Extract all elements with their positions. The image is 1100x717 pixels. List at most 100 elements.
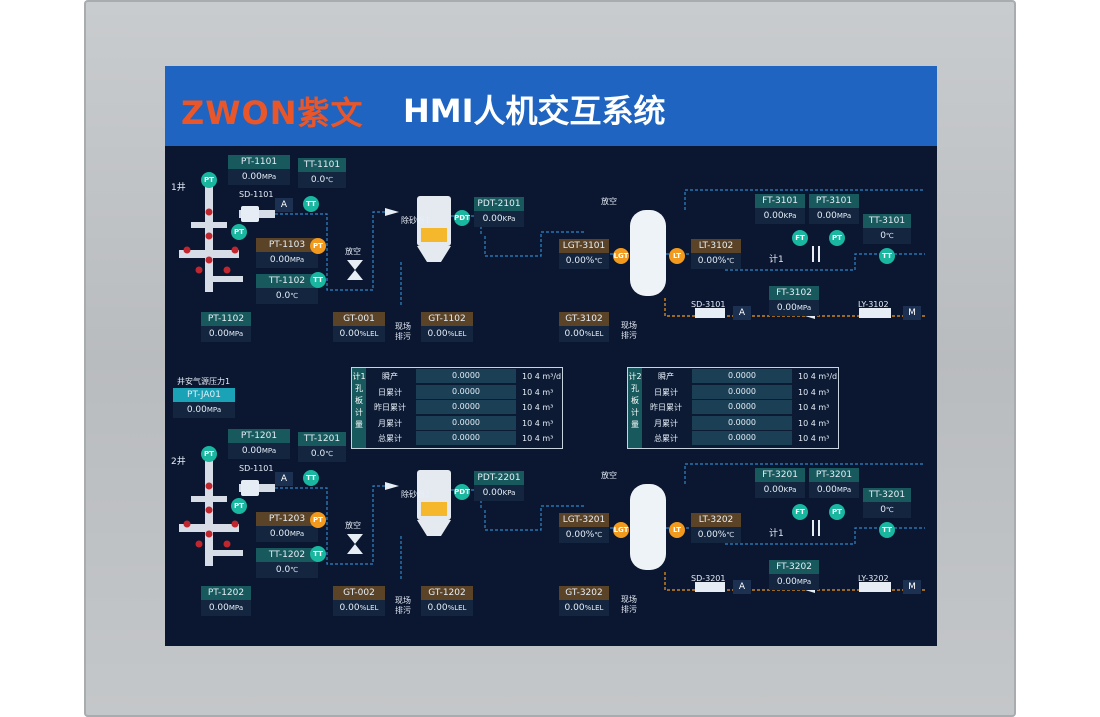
- orifice-plate-icon: [812, 246, 820, 262]
- pt-indicator-icon[interactable]: PT: [829, 504, 845, 520]
- tag-gt-3102[interactable]: GT-3202 0.00%LEL: [559, 586, 609, 616]
- tag-pt-1103[interactable]: PT-1103 0.00MPa: [256, 238, 318, 268]
- pt-indicator-icon[interactable]: PT: [310, 512, 326, 528]
- tag-gt-3102[interactable]: GT-3102 0.00%LEL: [559, 312, 609, 342]
- ft-indicator-icon[interactable]: FT: [792, 504, 808, 520]
- tag-tt-1101[interactable]: TT-1201 0.0℃: [298, 432, 346, 462]
- auto-mode-button[interactable]: A: [733, 580, 751, 594]
- tt-indicator-icon[interactable]: TT: [879, 248, 895, 264]
- pt-indicator-icon[interactable]: PT: [231, 498, 247, 514]
- lt-indicator-icon[interactable]: LT: [669, 248, 685, 264]
- tag-name: TT-3201: [863, 488, 911, 502]
- pt-indicator-icon[interactable]: PT: [310, 238, 326, 254]
- tag-name: FT-3101: [755, 194, 805, 208]
- wellhead-valve-icon: [223, 266, 231, 274]
- tt-indicator-icon[interactable]: TT: [310, 272, 326, 288]
- brand-logo: ZWON紫文: [181, 94, 364, 132]
- tag-name: GT-3202: [559, 586, 609, 600]
- drain-label: 现场: [621, 595, 637, 604]
- tag-name: GT-001: [333, 312, 385, 326]
- tag-pt-1102[interactable]: PT-1202 0.00MPa: [201, 586, 251, 616]
- separator-vessel: [630, 210, 666, 296]
- row-label: 月累计: [654, 418, 678, 428]
- tag-pt-3101[interactable]: PT-3201 0.00MPa: [809, 468, 859, 498]
- pdt-indicator-icon[interactable]: PDT: [454, 484, 470, 500]
- panel-row: 日累计 0.0000 10 4 m³: [642, 384, 838, 400]
- tag-ft-3102[interactable]: FT-3102 0.00MPa: [769, 286, 819, 316]
- tag-gt-1102[interactable]: GT-1202 0.00%LEL: [421, 586, 473, 616]
- tag-gt-001[interactable]: GT-002 0.00%LEL: [333, 586, 385, 616]
- tag-pdt[interactable]: PDT-2201 0.00KPa: [474, 471, 524, 501]
- manual-mode-button[interactable]: M: [903, 306, 921, 320]
- tag-pt-1103[interactable]: PT-1203 0.00MPa: [256, 512, 318, 542]
- tag-ft-3101[interactable]: FT-3101 0.00KPa: [755, 194, 805, 224]
- tag-pt-1101[interactable]: PT-1201 0.00MPa: [228, 429, 290, 459]
- desander-label: 除砂器1: [401, 216, 431, 225]
- tt-indicator-icon[interactable]: TT: [303, 196, 319, 212]
- tt-indicator-icon[interactable]: TT: [879, 522, 895, 538]
- panel-row: 昨日累计 0.0000 10 4 m³: [642, 400, 838, 415]
- tag-pt-1101[interactable]: PT-1101 0.00MPa: [228, 155, 290, 185]
- tag-value: 0.00MPa: [769, 300, 819, 316]
- vent-valve-icon: [347, 534, 363, 554]
- tag-lgt[interactable]: LGT-3101 0.00%℃: [559, 239, 609, 269]
- tag-pt-3101[interactable]: PT-3101 0.00MPa: [809, 194, 859, 224]
- lgt-indicator-icon[interactable]: LGT: [613, 522, 629, 538]
- tt-indicator-icon[interactable]: TT: [310, 546, 326, 562]
- tag-ft-3101[interactable]: FT-3201 0.00KPa: [755, 468, 805, 498]
- panel-row: 总累计 0.0000 10 4 m³: [366, 431, 562, 446]
- tag-gt-1102[interactable]: GT-1102 0.00%LEL: [421, 312, 473, 342]
- tag-name: PDT-2101: [474, 197, 524, 211]
- row-value: 0.0000: [692, 369, 792, 383]
- lt-indicator-icon[interactable]: LT: [669, 522, 685, 538]
- row-label: 总累计: [654, 434, 678, 443]
- auto-mode-button[interactable]: A: [733, 306, 751, 320]
- wellhead-outlet: [213, 550, 243, 556]
- tag-tt-3101[interactable]: TT-3201 0℃: [863, 488, 911, 518]
- tag-name: GT-3102: [559, 312, 609, 326]
- pt-indicator-icon[interactable]: PT: [201, 172, 217, 188]
- pt-indicator-icon[interactable]: PT: [201, 446, 217, 462]
- tag-tt-1102[interactable]: TT-1202 0.0℃: [256, 548, 318, 578]
- tag-name: PT-1101: [228, 155, 290, 169]
- tag-tt-1101[interactable]: TT-1101 0.0℃: [298, 158, 346, 188]
- tt-indicator-icon[interactable]: TT: [303, 470, 319, 486]
- pipeline: [275, 485, 385, 565]
- row-value: 0.0000: [416, 415, 516, 430]
- desander-label: 除砂器2: [401, 490, 431, 499]
- wellhead-valve-icon: [205, 506, 213, 514]
- auto-mode-button[interactable]: A: [275, 472, 293, 486]
- tag-gt-001[interactable]: GT-001 0.00%LEL: [333, 312, 385, 342]
- drain-label: 排污: [395, 332, 411, 341]
- pt-indicator-icon[interactable]: PT: [231, 224, 247, 240]
- tag-value: 0.00%℃: [691, 253, 741, 269]
- tag-value: 0.00MPa: [809, 482, 859, 498]
- tag-name: PT-1202: [201, 586, 251, 600]
- tag-lt[interactable]: LT-3102 0.00%℃: [691, 239, 741, 269]
- tag-value: 0℃: [863, 502, 911, 518]
- row-value: 0.0000: [416, 384, 516, 399]
- wellhead-valve-icon: [183, 246, 191, 254]
- tag-pt-ja01[interactable]: PT-JA01 0.00MPa: [173, 388, 235, 418]
- tag-pt-1102[interactable]: PT-1102 0.00MPa: [201, 312, 251, 342]
- desander-sand-level: [421, 502, 447, 516]
- tag-lt[interactable]: LT-3202 0.00%℃: [691, 513, 741, 543]
- lgt-indicator-icon[interactable]: LGT: [613, 248, 629, 264]
- tag-name: GT-1202: [421, 586, 473, 600]
- valve-label-sd: SD-3101: [691, 300, 726, 309]
- auto-mode-button[interactable]: A: [275, 198, 293, 212]
- row-unit: 10 4 m³/d: [798, 372, 838, 381]
- wellhead-valve-icon: [231, 246, 239, 254]
- manual-mode-button[interactable]: M: [903, 580, 921, 594]
- pdt-indicator-icon[interactable]: PDT: [454, 210, 470, 226]
- tag-pdt[interactable]: PDT-2101 0.00KPa: [474, 197, 524, 227]
- ft-indicator-icon[interactable]: FT: [792, 230, 808, 246]
- tag-lgt[interactable]: LGT-3201 0.00%℃: [559, 513, 609, 543]
- tag-tt-1102[interactable]: TT-1102 0.0℃: [256, 274, 318, 304]
- row-label: 月累计: [378, 418, 402, 428]
- tag-ft-3102[interactable]: FT-3202 0.00MPa: [769, 560, 819, 590]
- pt-indicator-icon[interactable]: PT: [829, 230, 845, 246]
- row-unit: 10 4 m³: [522, 403, 554, 412]
- tag-tt-3101[interactable]: TT-3101 0℃: [863, 214, 911, 244]
